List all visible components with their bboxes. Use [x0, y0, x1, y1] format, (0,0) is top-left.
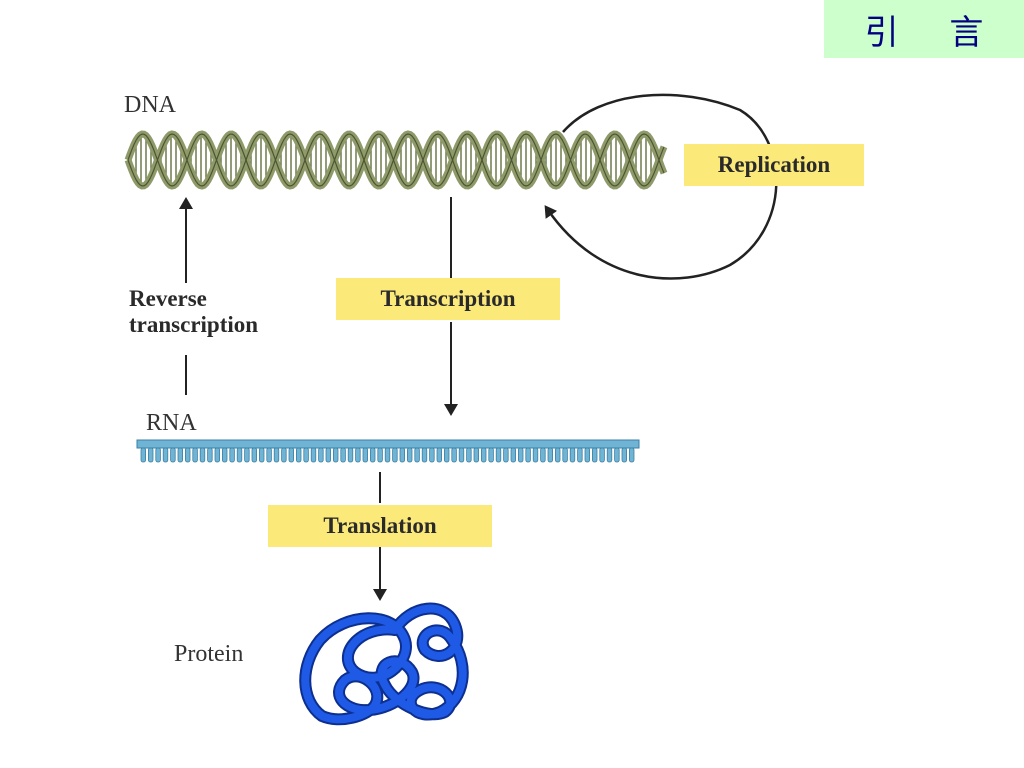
- slide-title: 引 言: [864, 12, 1004, 53]
- rna-label: RNA: [146, 410, 197, 436]
- protein-label: Protein: [174, 641, 244, 667]
- translation-label: Translation: [323, 513, 437, 538]
- protein-coil: [299, 602, 469, 726]
- dna-label: DNA: [124, 92, 176, 118]
- dna-helix: [124, 130, 668, 190]
- slide-title-tab: 引 言: [824, 0, 1024, 58]
- reverse-transcription-line-1: Reverse: [129, 286, 207, 311]
- rna-strand: [136, 439, 640, 463]
- reverse-transcription-label: Reverse transcription: [129, 286, 258, 338]
- transcription-box: Transcription: [336, 278, 560, 320]
- reverse-transcription-line-2: transcription: [129, 312, 259, 337]
- translation-box: Translation: [268, 505, 492, 547]
- replication-box: Replication: [684, 144, 864, 186]
- replication-loop-arrow: [544, 93, 778, 280]
- transcription-label: Transcription: [380, 286, 516, 311]
- replication-label: Replication: [717, 152, 831, 177]
